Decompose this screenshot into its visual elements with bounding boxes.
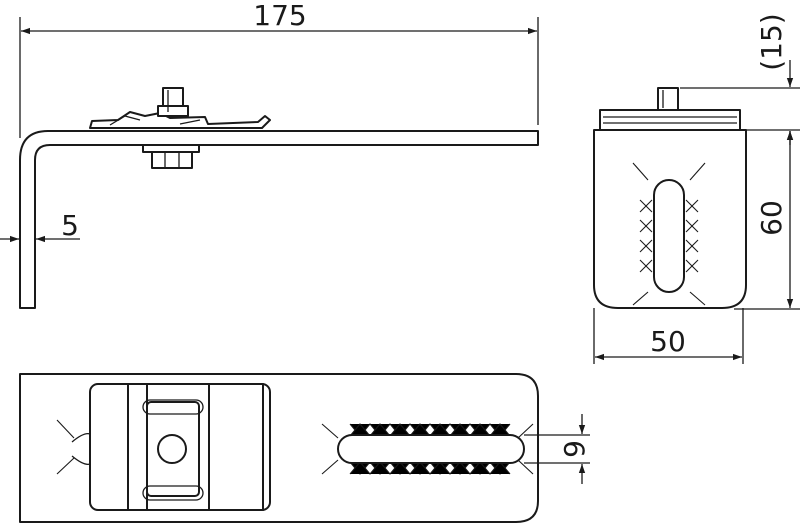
nut — [151, 151, 193, 169]
slot-hatching — [632, 162, 706, 306]
side-view: 175 5 — [0, 0, 539, 309]
bolt-head — [157, 105, 189, 117]
dim-thickness: 5 — [61, 209, 79, 242]
dim-width: 50 — [650, 325, 686, 358]
l-bracket-outline — [19, 130, 539, 309]
dim-height: 60 — [755, 200, 788, 236]
dim-length: 175 — [253, 0, 306, 32]
dim-slot-width: 9 — [558, 440, 591, 458]
dim-bolt-height: (15) — [755, 13, 788, 70]
top-view: 9 — [19, 373, 591, 523]
bolt-top — [657, 87, 679, 111]
slot-vertical — [653, 179, 685, 293]
washer — [142, 144, 200, 153]
clamp-plate — [599, 109, 741, 131]
plan-slot — [337, 434, 525, 464]
front-view: (15) 60 50 — [593, 13, 800, 364]
plan-bolt-hole — [157, 434, 187, 464]
